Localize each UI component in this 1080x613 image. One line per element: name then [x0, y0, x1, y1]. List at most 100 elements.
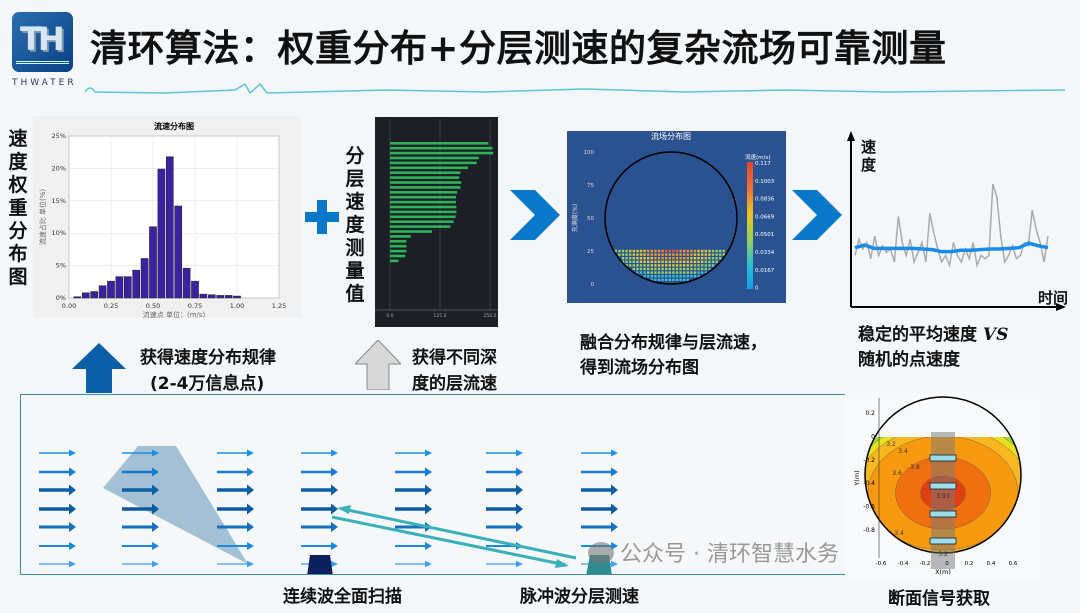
velocity-point: [704, 267, 707, 271]
flow-arrow-head: [69, 560, 76, 568]
layer-cell: [929, 537, 957, 545]
velocity-point: [722, 253, 725, 256]
velocity-point: [690, 275, 693, 278]
velocity-point: [650, 253, 653, 256]
flow-arrow-head: [247, 560, 254, 568]
layer-bar: [390, 156, 479, 160]
layer-bar: [390, 249, 407, 253]
velocity-point: [708, 264, 711, 267]
contour-label: 3.4: [898, 448, 908, 455]
velocity-point: [697, 271, 700, 274]
histogram-bar: [191, 280, 199, 299]
logo-mark: TH: [20, 20, 65, 58]
velocity-point: [636, 249, 639, 253]
velocity-point: [697, 253, 700, 256]
velocity-point: [668, 257, 671, 260]
flow-arrow-head: [425, 484, 432, 496]
velocity-point: [711, 257, 715, 260]
velocity-point: [722, 249, 725, 253]
velocity-point: [654, 249, 657, 253]
layer-bar: [390, 235, 411, 238]
velocity-point: [690, 249, 693, 253]
flow-arrow-head: [516, 467, 523, 477]
velocity-point: [625, 264, 628, 267]
velocity-point: [679, 271, 682, 274]
velocity-point: [636, 260, 639, 263]
velocity-point: [683, 278, 686, 281]
velocity-point: [686, 253, 689, 256]
y-axis-arrowhead: [847, 131, 855, 141]
velocity-point: [683, 253, 686, 256]
y-tick-label: 25: [587, 249, 594, 255]
layer-bar: [390, 171, 461, 174]
continuous-wave-sensor: [307, 555, 333, 574]
layer-bar: [390, 215, 456, 219]
layer-bar: [390, 205, 457, 209]
velocity-point: [665, 257, 668, 260]
velocity-point: [643, 264, 646, 267]
histogram-bar: [98, 285, 107, 299]
flow-arrow-head: [247, 503, 254, 515]
layer-caption-line1: 获得不同深: [412, 348, 497, 368]
velocity-point: [654, 271, 657, 274]
x-tick-label: 0.75: [188, 302, 202, 310]
colorbar-tick: 0.117: [755, 161, 771, 167]
velocity-point: [639, 267, 643, 271]
pulse-wave-caption: 脉冲波分层测速: [520, 587, 639, 607]
y-tick-label: -0.2: [863, 457, 875, 464]
velocity-point: [690, 264, 693, 267]
velocity-point: [665, 278, 668, 281]
velocity-point: [672, 264, 675, 267]
velocity-point: [629, 253, 632, 256]
contour-label: 3.6: [892, 470, 902, 477]
layer-bar: [390, 254, 406, 258]
velocity-point: [625, 257, 628, 260]
flow-arrow-head: [425, 560, 432, 568]
velocity-point: [672, 267, 675, 271]
histogram-bar: [233, 295, 241, 299]
y-axis-label: 速度: [861, 138, 877, 174]
velocity-point: [693, 253, 697, 256]
velocity-point: [643, 249, 646, 253]
velocity-point: [657, 249, 661, 253]
velocity-point: [683, 267, 686, 271]
velocity-point: [679, 260, 682, 263]
velocity-point: [643, 271, 646, 274]
layer-bar: [390, 240, 407, 243]
velocity-point: [661, 264, 664, 267]
flow-field-chart: 流场分布图0255075100充满度(%)流速(m/s)0.1170.10030…: [567, 131, 786, 303]
velocity-point: [665, 271, 668, 274]
histogram-bar: [149, 226, 157, 299]
layer-bar: [390, 151, 494, 155]
velocity-point: [679, 253, 682, 256]
velocity-point: [675, 275, 679, 278]
velocity-point: [636, 257, 639, 260]
velocity-point: [686, 278, 689, 281]
velocity-point: [625, 249, 628, 253]
velocity-point: [715, 260, 718, 263]
velocity-point: [675, 267, 679, 271]
velocity-point: [701, 249, 704, 253]
velocity-point: [629, 249, 632, 253]
velocity-point: [665, 264, 668, 267]
logo-text: THWATER: [12, 78, 77, 88]
velocity-point: [636, 264, 639, 267]
velocity-point: [708, 253, 711, 256]
y-tick-label: 100: [584, 150, 595, 156]
watermark-text: 公众号 · 清环智慧水务: [620, 542, 839, 567]
histogram-bar: [182, 267, 191, 299]
arrow-up-icon: [355, 340, 401, 390]
velocity-point: [697, 257, 700, 260]
velocity-point: [665, 253, 668, 256]
flow-arrow-head: [516, 484, 523, 496]
flow-arrow-head: [152, 484, 159, 496]
pulse-beam-head: [337, 505, 351, 514]
compare-caption-line2: 随机的点速度: [858, 350, 960, 370]
velocity-point: [643, 267, 646, 271]
arrow-up-icon: [72, 343, 126, 393]
velocity-point: [693, 271, 697, 274]
velocity-point: [686, 257, 689, 260]
velocity-point: [647, 249, 650, 253]
velocity-point: [629, 257, 632, 260]
pulse-beam-return: [342, 507, 577, 560]
